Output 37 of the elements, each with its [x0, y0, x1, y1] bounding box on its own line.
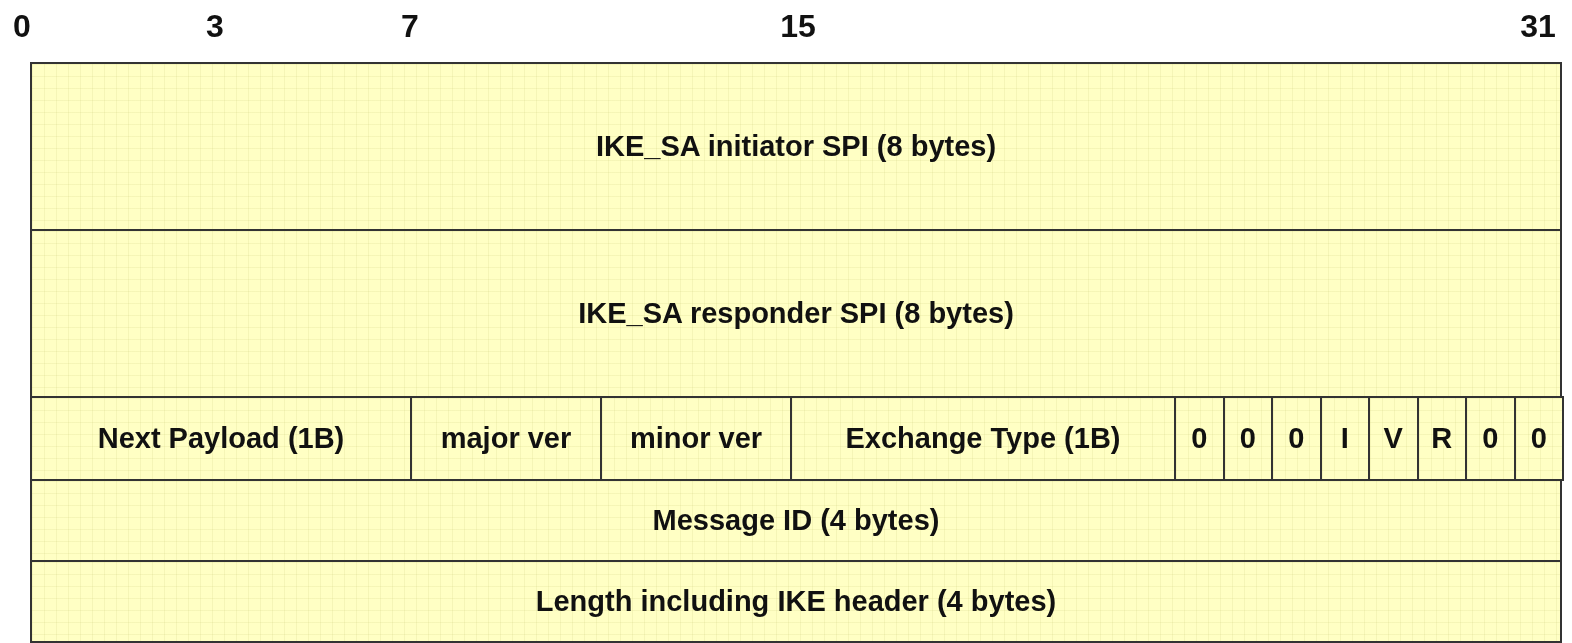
header-field	[1222, 396, 1273, 481]
field-label: major ver	[440, 422, 572, 455]
field-label: V	[1383, 422, 1403, 455]
header-field	[1513, 396, 1564, 481]
header-field	[30, 479, 1562, 562]
header-field	[1416, 396, 1467, 481]
header-field	[1319, 396, 1370, 481]
field-label: 0	[1530, 422, 1547, 455]
field-label: 0	[1288, 422, 1305, 455]
field-label: R	[1431, 422, 1453, 455]
header-field	[1271, 396, 1322, 481]
field-label: IKE_SA initiator SPI (8 bytes)	[595, 130, 997, 163]
header-field	[30, 62, 1562, 231]
header-field	[600, 396, 792, 481]
field-label: minor ver	[629, 422, 763, 455]
bit-number: 15	[780, 8, 816, 45]
bit-number: 7	[401, 8, 419, 45]
header-field	[410, 396, 602, 481]
field-label: 0	[1239, 422, 1256, 455]
field-label: Next Payload (1B)	[97, 422, 345, 455]
header-field	[30, 560, 1562, 643]
field-label: I	[1340, 422, 1349, 455]
header-field	[1465, 396, 1516, 481]
header-field	[790, 396, 1176, 481]
header-field	[30, 396, 412, 481]
header-field	[1368, 396, 1419, 481]
field-label: 0	[1191, 422, 1208, 455]
bit-number: 0	[13, 8, 31, 45]
field-label: Length including IKE header (4 bytes)	[535, 585, 1057, 618]
field-label: IKE_SA responder SPI (8 bytes)	[578, 297, 1014, 330]
field-label: Exchange Type (1B)	[845, 422, 1121, 455]
header-field	[30, 229, 1562, 398]
header-field	[1174, 396, 1225, 481]
bit-number: 3	[206, 8, 224, 45]
field-label: 0	[1482, 422, 1499, 455]
field-label: Message ID (4 bytes)	[652, 504, 940, 537]
bit-number: 31	[1520, 8, 1556, 45]
